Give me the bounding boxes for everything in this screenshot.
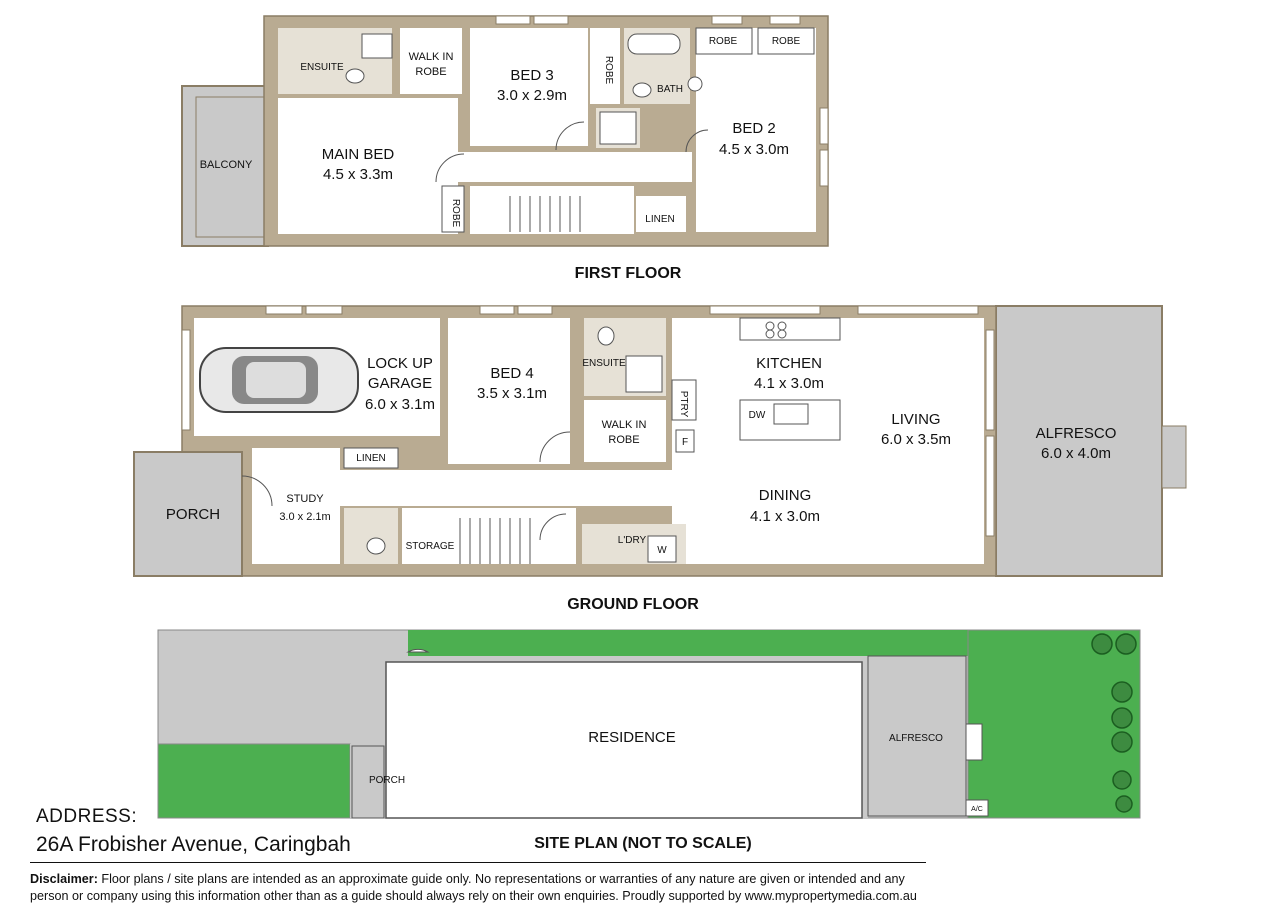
site-porch-label: PORCH — [369, 775, 405, 786]
garage-label-2: GARAGE — [368, 375, 432, 392]
disclaimer-label: Disclaimer: — [30, 872, 98, 886]
gf-walk-in-robe-label: WALK IN — [602, 419, 647, 431]
ground-floor-plan — [133, 305, 1187, 577]
car-icon — [199, 347, 359, 413]
alfresco-size: 6.0 x 4.0m — [1041, 445, 1111, 462]
balcony-label: BALCONY — [200, 159, 253, 171]
disclaimer: Disclaimer: Floor plans / site plans are… — [30, 871, 930, 905]
gf-ensuite-label: ENSUITE — [582, 358, 626, 369]
bed2-size: 4.5 x 3.0m — [719, 141, 789, 158]
storage-label: STORAGE — [406, 541, 455, 552]
pantry-label: PTRY — [678, 391, 689, 418]
bed4-size: 3.5 x 3.1m — [477, 385, 547, 402]
bath-label: BATH — [657, 84, 683, 95]
ff-ensuite-label: ENSUITE — [300, 62, 344, 73]
first-floor-heading: FIRST FLOOR — [575, 265, 682, 282]
main-bed-robe-label: ROBE — [450, 199, 461, 228]
bed3-robe-label: ROBE — [603, 56, 614, 85]
ground-floor-heading: GROUND FLOOR — [567, 596, 699, 613]
porch-label: PORCH — [166, 506, 220, 523]
bed4-name: BED 4 — [490, 365, 533, 382]
dining-name: DINING — [759, 487, 812, 504]
bed3-size: 3.0 x 2.9m — [497, 87, 567, 104]
plan-labels: FIRST FLOOR ENSUITE WALK IN ROBE BED 3 3… — [166, 36, 1117, 852]
study-size: 3.0 x 2.1m — [279, 511, 330, 523]
ff-walk-in-robe-label-2: ROBE — [415, 66, 446, 78]
robe-a-label: ROBE — [709, 36, 738, 47]
fridge-label: F — [682, 437, 688, 448]
garage-label-1: LOCK UP — [367, 355, 433, 372]
kitchen-size: 4.1 x 3.0m — [754, 375, 824, 392]
first-floor-plan — [181, 15, 829, 247]
bed3-name: BED 3 — [510, 67, 553, 84]
address-line: 26A Frobisher Avenue, Caringbah — [36, 833, 351, 856]
site-plan — [157, 629, 1141, 819]
ff-walk-in-robe-label: WALK IN — [409, 51, 454, 63]
study-name: STUDY — [286, 493, 324, 505]
ff-linen-label: LINEN — [645, 214, 674, 225]
kitchen-name: KITCHEN — [756, 355, 822, 372]
alfresco-name: ALFRESCO — [1036, 425, 1117, 442]
living-size: 6.0 x 3.5m — [881, 431, 951, 448]
dishwasher-label: DW — [749, 410, 766, 421]
main-bed-size: 4.5 x 3.3m — [323, 166, 393, 183]
address-title: ADDRESS: — [36, 806, 138, 827]
gf-linen-label: LINEN — [356, 453, 385, 464]
bed2-name: BED 2 — [732, 120, 775, 137]
site-alfresco-label: ALFRESCO — [889, 733, 943, 744]
tree-icon — [1091, 633, 1137, 813]
main-bed-name: MAIN BED — [322, 146, 395, 163]
divider — [30, 862, 926, 863]
site-plan-heading: SITE PLAN (NOT TO SCALE) — [534, 835, 751, 852]
ac-label: A/C — [971, 806, 983, 813]
residence-label: RESIDENCE — [588, 729, 676, 746]
gf-walk-in-robe-label-2: ROBE — [608, 434, 639, 446]
robe-b-label: ROBE — [772, 36, 801, 47]
dining-size: 4.1 x 3.0m — [750, 508, 820, 525]
washer-label: W — [657, 545, 667, 556]
living-name: LIVING — [891, 411, 940, 428]
disclaimer-text: Floor plans / site plans are intended as… — [30, 872, 917, 903]
garage-size: 6.0 x 3.1m — [365, 396, 435, 413]
laundry-label: L'DRY — [618, 535, 647, 546]
